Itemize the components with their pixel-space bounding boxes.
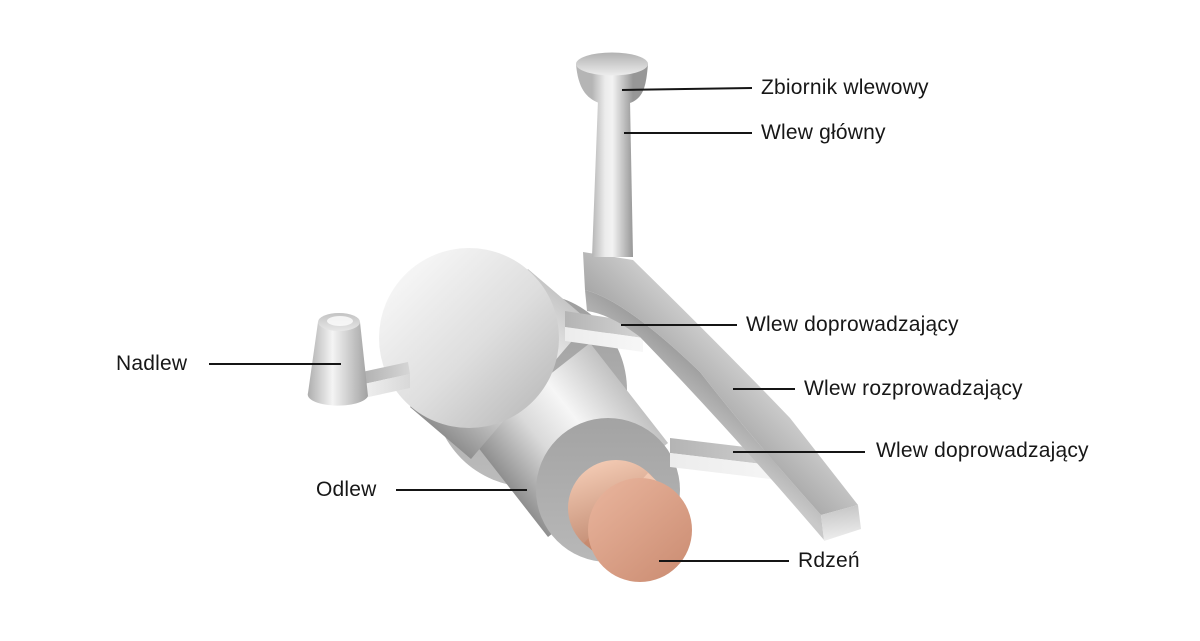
label-nadlew: Nadlew — [116, 351, 188, 375]
label-wlew-rozprowadzajacy: Wlew rozprowadzający — [804, 376, 1023, 400]
riser-neck-top-face — [362, 362, 410, 384]
runner-top-face — [583, 252, 858, 515]
leader-lines — [209, 87, 865, 562]
runner-side-face — [585, 290, 824, 540]
ingate-lower-front-face — [670, 453, 795, 482]
label-wlew-glowny: Wlew główny — [761, 120, 886, 144]
pouring-basin-top-face — [576, 52, 648, 76]
ingate-upper — [565, 311, 643, 352]
riser-cone-top-highlight — [327, 316, 353, 326]
casting-back-face — [379, 248, 559, 428]
runner-group — [583, 252, 861, 541]
label-wlew-doprowadzajacy-1: Wlew doprowadzający — [746, 312, 959, 336]
label-rdzen: Rdzeń — [798, 548, 860, 572]
leader-zbiornik-wlewowy — [621, 87, 753, 91]
label-wlew-doprowadzajacy-2: Wlew doprowadzający — [876, 438, 1089, 462]
sprue-column — [592, 100, 633, 257]
riser-neck-front-face — [364, 374, 410, 398]
sprue-group — [576, 52, 648, 257]
core-front-face — [588, 478, 692, 582]
ingate-upper-front-face — [565, 327, 643, 352]
ingate-upper-top-face — [565, 311, 643, 338]
label-zbiornik-wlewowy: Zbiornik wlewowy — [761, 75, 929, 99]
label-odlew: Odlew — [316, 477, 377, 501]
casting-group — [379, 248, 692, 582]
runner-end-face — [821, 505, 861, 541]
